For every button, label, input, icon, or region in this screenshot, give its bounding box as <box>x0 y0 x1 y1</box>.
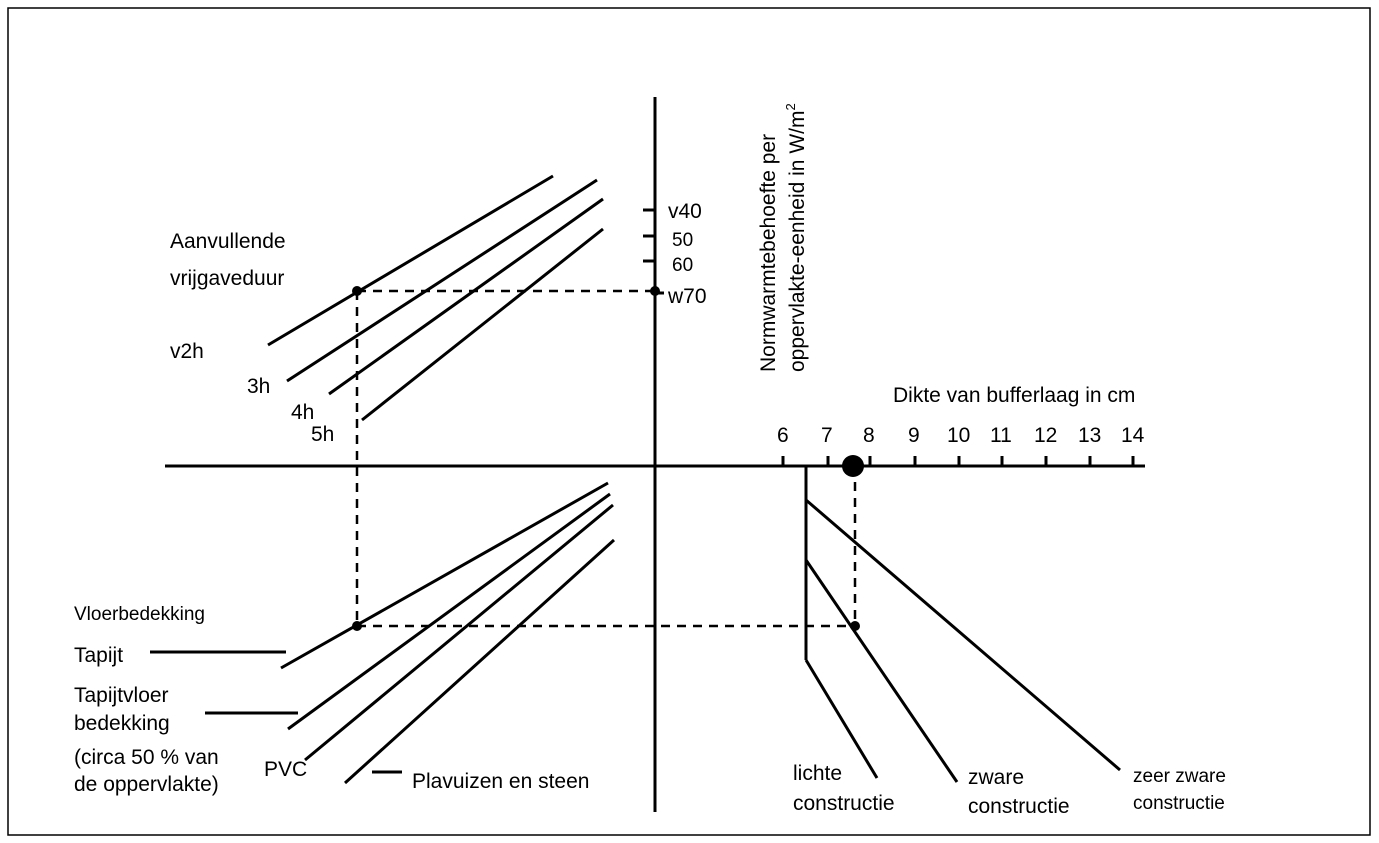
floor-line-tapijt <box>280 481 609 670</box>
duration-label-2h: v2h <box>170 340 204 363</box>
thickness-label-11: 11 <box>990 424 1012 447</box>
thickness-label-8: 8 <box>863 424 875 447</box>
duration-title-line1: Aanvullende <box>170 230 286 253</box>
floor-label-tapijt: Tapijt <box>74 644 123 667</box>
point-duration <box>352 286 362 296</box>
floor-label-tapijtvloer-2: bedekking <box>74 712 170 735</box>
duration-label-4h: 4h <box>291 401 314 424</box>
floor-label-tapijtvloer-1: Tapijtvloer <box>74 684 169 707</box>
floor-label-plavuizen: Plavuizen en steen <box>412 770 589 793</box>
duration-line-2h <box>267 174 554 347</box>
duration-title-line2: vrijgaveduur <box>170 267 284 290</box>
construction-label-very-heavy-1: zeer zware <box>1133 766 1226 787</box>
construction-label-heavy-1: zware <box>968 766 1024 789</box>
thickness-label-12: 12 <box>1034 424 1057 447</box>
point-construction <box>850 621 860 631</box>
frame <box>7 7 1371 836</box>
construction-line-heavy <box>804 559 959 783</box>
construction-line-light <box>804 659 879 779</box>
thickness-label-14: 14 <box>1121 424 1145 447</box>
heat-tick-label-50: 50 <box>672 230 693 251</box>
floor-line-pvc <box>304 503 614 762</box>
duration-line-5h <box>361 227 604 422</box>
floor-label-tapijtvloer-4: de oppervlakte) <box>74 773 219 796</box>
thickness-label-7: 7 <box>821 424 833 447</box>
duration-line-4h <box>328 197 604 396</box>
construction-label-light-1: lichte <box>793 762 842 785</box>
heat-tick-label-w70: w70 <box>667 285 707 308</box>
vertical-axis-label-line2: oppervlakte-eenheid in W/m2 <box>783 103 809 372</box>
thickness-label-13: 13 <box>1078 424 1101 447</box>
construction-label-light-2: constructie <box>793 792 895 815</box>
floor-label-tapijtvloer-3: (circa 50 % van <box>74 746 219 769</box>
thickness-label-6: 6 <box>777 424 789 447</box>
construction-label-very-heavy-2: constructie <box>1133 793 1225 814</box>
floor-line-plavuizen <box>343 538 616 785</box>
floor-line-tapijtvloer <box>287 492 611 731</box>
duration-label-3h: 3h <box>247 375 270 398</box>
point-heat <box>650 286 660 296</box>
thickness-label-10: 10 <box>947 424 970 447</box>
construction-label-heavy-2: constructie <box>968 795 1070 818</box>
horizontal-axis-label: Dikte van bufferlaag in cm <box>893 384 1135 407</box>
thickness-label-9: 9 <box>908 424 920 447</box>
floor-label-pvc: PVC <box>264 758 307 781</box>
duration-line-3h <box>286 178 598 383</box>
point-floor <box>352 621 362 631</box>
construction-line-very-heavy <box>805 498 1121 772</box>
point-result-thickness <box>842 455 864 477</box>
duration-label-5h: 5h <box>311 423 334 446</box>
floor-title: Vloerbedekking <box>74 604 205 625</box>
vertical-axis-label-line1: Normwarmtebehoefte per <box>757 134 780 372</box>
heat-tick-label-60: 60 <box>672 255 693 276</box>
heat-tick-label-v40: v40 <box>668 200 702 223</box>
